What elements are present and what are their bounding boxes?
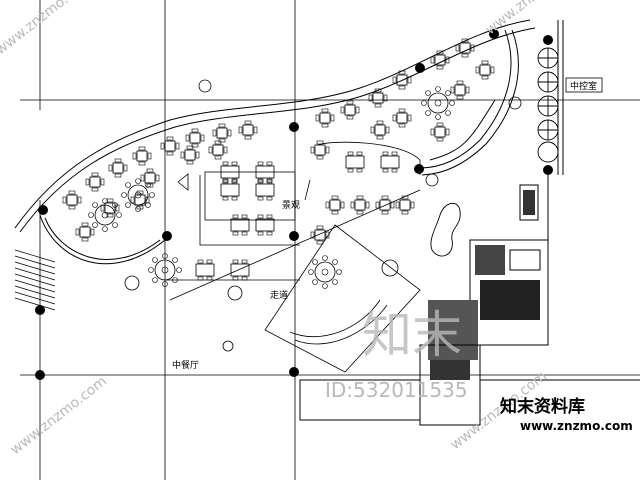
garden-note: 景观 bbox=[282, 200, 300, 211]
tree-row bbox=[537, 47, 559, 163]
dining-table-icon bbox=[220, 179, 240, 201]
watermark-brand: 知末 bbox=[362, 306, 462, 364]
dining-table-icon bbox=[255, 214, 275, 236]
dining-table-icon bbox=[195, 259, 215, 281]
dining-table-icon bbox=[380, 151, 400, 173]
tree-icon bbox=[425, 173, 439, 187]
curved-facade bbox=[14, 19, 536, 265]
column-icon bbox=[543, 165, 553, 175]
watermark-site-top: www.znzmo.com bbox=[0, 0, 95, 58]
watermark-site-right: www.znzmo.com bbox=[483, 0, 585, 38]
column-icon bbox=[38, 205, 48, 215]
column-icon bbox=[289, 367, 299, 377]
round-table-icon bbox=[421, 86, 455, 120]
side-note: 走道 bbox=[270, 289, 288, 301]
tree-icon bbox=[227, 285, 243, 301]
partitions bbox=[165, 141, 421, 373]
dining-table-icon bbox=[230, 214, 250, 236]
column-icon bbox=[543, 35, 553, 45]
columns bbox=[35, 29, 553, 380]
dining-table-icon bbox=[230, 259, 250, 281]
room-tag-frame bbox=[565, 77, 603, 93]
watermark-brand-footer: 知末资料库 bbox=[499, 396, 585, 417]
section-markers bbox=[177, 79, 234, 352]
central-dining-block bbox=[180, 140, 415, 281]
column-icon bbox=[289, 122, 299, 132]
dining-table-icon bbox=[345, 151, 365, 173]
room-label-corner: 中控室 bbox=[570, 80, 597, 92]
dining-table-icon bbox=[255, 179, 275, 201]
grid-lines bbox=[20, 0, 640, 480]
round-table-icon bbox=[308, 255, 342, 289]
service-block bbox=[299, 184, 640, 426]
column-icon bbox=[35, 305, 45, 315]
tree-icons bbox=[124, 96, 522, 301]
column-icon bbox=[162, 231, 172, 241]
garden-pond bbox=[430, 202, 461, 257]
column-icon bbox=[35, 370, 45, 380]
round-table-icon bbox=[88, 198, 122, 232]
column-icon bbox=[414, 164, 424, 174]
column-icon bbox=[415, 63, 425, 73]
watermark-id: ID:532011535 bbox=[325, 378, 468, 402]
watermark-site-footer: www.znzmo.com bbox=[520, 419, 633, 433]
column-icon bbox=[489, 29, 499, 39]
tree-icon bbox=[381, 259, 399, 277]
tree-icon bbox=[508, 96, 522, 110]
column-icon bbox=[289, 231, 299, 241]
watermark-site-bottom: www.znzmo.com bbox=[8, 373, 110, 458]
tree-icon bbox=[124, 275, 140, 291]
table-cluster-facade bbox=[62, 38, 495, 242]
left-stairs bbox=[14, 249, 56, 311]
round-tables bbox=[88, 86, 455, 289]
area-label-restaurant: 中餐厅 bbox=[172, 359, 199, 371]
